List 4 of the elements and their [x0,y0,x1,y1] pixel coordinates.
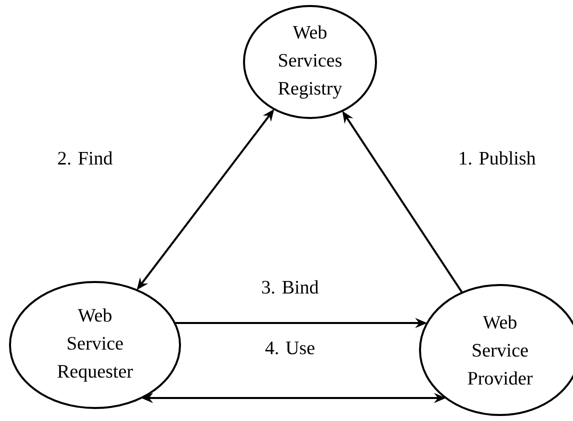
edge-label: 4. Use [262,340,318,356]
edge-label: 2. Find [55,149,115,167]
edge-label: 1. Publish [456,149,538,167]
edge-label: 3. Bind [259,278,321,296]
